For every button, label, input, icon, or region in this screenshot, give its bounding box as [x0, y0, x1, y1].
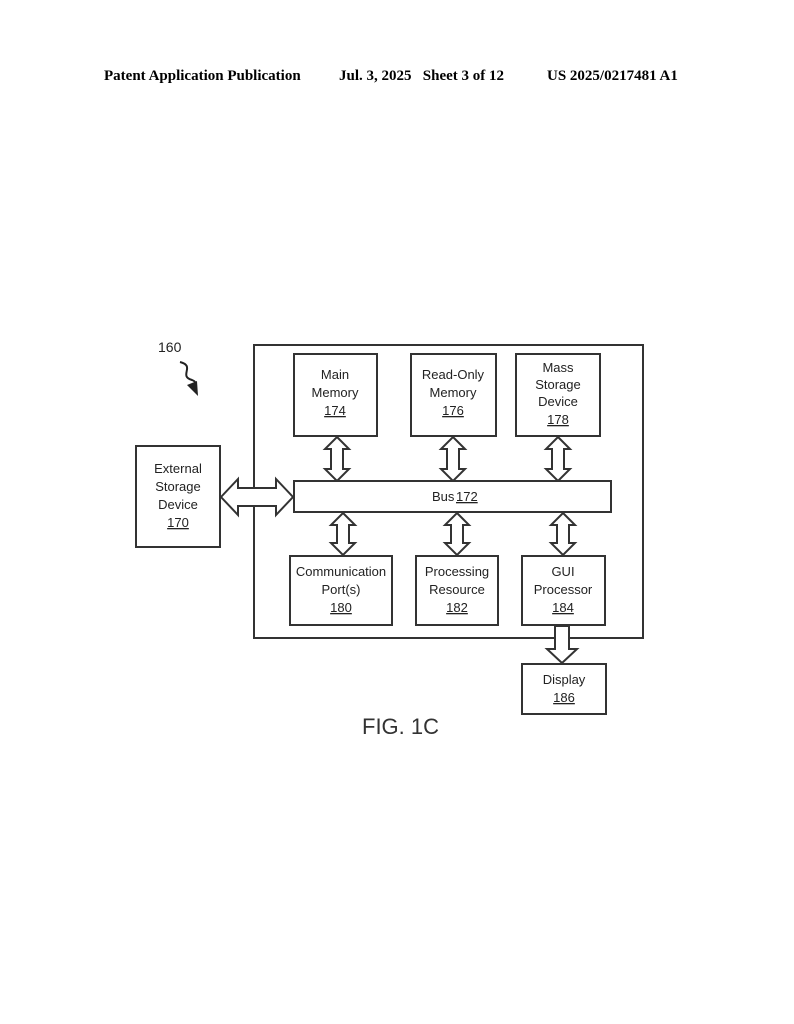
arrow-bus-processing: [442, 511, 472, 557]
arrow-mass-storage-bus: [543, 435, 573, 483]
gui-ref: 184: [552, 600, 574, 615]
arrow-rom-bus: [438, 435, 468, 483]
display-line1: Display: [543, 672, 586, 687]
mass-storage-block: [515, 353, 601, 437]
external-storage-line1: External: [154, 461, 202, 476]
display-ref: 186: [553, 690, 575, 705]
processing-ref: 182: [446, 600, 468, 615]
processing-block: [415, 555, 499, 626]
external-storage-line2: Storage: [155, 479, 201, 494]
rom-ref: 176: [442, 403, 464, 418]
publication-number: US 2025/0217481 A1: [547, 68, 678, 84]
display-block: [521, 663, 607, 715]
gui-line1: GUI: [551, 564, 574, 579]
rom-block: [410, 353, 497, 437]
rom-line2: Memory: [430, 385, 477, 400]
main-memory-line1: Main: [321, 367, 349, 382]
mass-storage-line3: Device: [538, 394, 578, 409]
processing-line2: Resource: [429, 582, 485, 597]
gui-block: [521, 555, 606, 626]
arrow-main-memory-bus: [322, 435, 352, 483]
main-memory-ref: 174: [324, 403, 346, 418]
leader-arrowhead-icon: [187, 381, 198, 396]
arrow-bus-gui: [548, 511, 578, 557]
bus-label: Bus: [432, 489, 455, 504]
gui-line2: Processor: [534, 582, 593, 597]
comm-port-ref: 180: [330, 600, 352, 615]
rom-line1: Read-Only: [422, 367, 485, 382]
comm-port-line1: Communication: [296, 564, 386, 579]
mass-storage-line2: Storage: [535, 377, 581, 392]
processing-line1: Processing: [425, 564, 489, 579]
external-storage-line3: Device: [158, 497, 198, 512]
arrow-bus-comm-port: [328, 511, 358, 557]
comm-port-line2: Port(s): [322, 582, 361, 597]
bus-block: [293, 480, 612, 513]
system-ref-label: 160: [158, 339, 182, 355]
publication-type: Patent Application Publication: [104, 68, 301, 84]
date-and-sheet: Jul. 3, 2025 Sheet 3 of 12: [339, 68, 504, 84]
arrow-external-storage-bus: [219, 476, 295, 518]
mass-storage-ref: 178: [547, 412, 569, 427]
main-memory-line2: Memory: [312, 385, 359, 400]
arrow-gui-display: [544, 625, 580, 665]
figure-label: FIG. 1C: [362, 714, 439, 739]
external-storage-block: [135, 445, 221, 548]
mass-storage-line1: Mass: [542, 360, 574, 375]
external-storage-ref: 170: [167, 515, 189, 530]
comm-port-block: [289, 555, 393, 626]
bus-ref: 172: [456, 489, 478, 504]
main-memory-block: [293, 353, 378, 437]
